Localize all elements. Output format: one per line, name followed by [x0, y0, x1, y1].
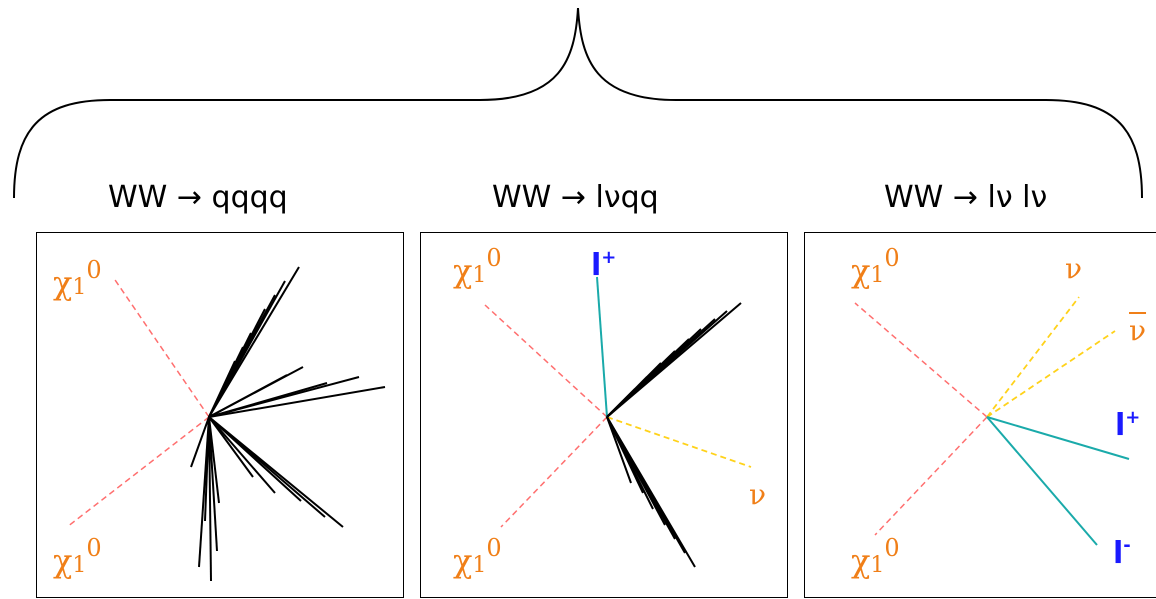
neutralino-lines: [67, 277, 209, 527]
neutralino-label-top: χ10: [53, 267, 102, 299]
neutralino-lines: [855, 303, 987, 535]
chi-subscript: 1: [870, 553, 884, 578]
neutralino-label-bottom: χ10: [53, 545, 102, 577]
chi-superscript: 0: [486, 244, 501, 272]
neutralino-label-bottom: χ10: [851, 545, 900, 577]
neutralino-label-top: χ10: [851, 255, 900, 287]
jets: [607, 303, 741, 567]
title-qqqq: WW → qqqq: [108, 180, 288, 215]
panel-lvlv: χ10 χ10 ν ν l+ l-: [804, 232, 1156, 598]
chi-subscript: 1: [870, 263, 884, 288]
title-lvqq: WW → lνqq: [492, 180, 659, 215]
chi-superscript: 0: [86, 256, 101, 284]
chi-symbol: χ: [453, 542, 472, 580]
chi-symbol: χ: [851, 542, 870, 580]
chi-subscript: 1: [472, 263, 486, 288]
chi-superscript: 0: [486, 534, 501, 562]
chi-symbol: χ: [53, 264, 72, 302]
chi-superscript: 0: [86, 534, 101, 562]
title-lvlv: WW → lν lν: [884, 180, 1047, 215]
chi-symbol: χ: [453, 252, 472, 290]
neutralino-label-top: χ10: [453, 255, 502, 287]
neutralino-lines: [485, 305, 607, 527]
chi-superscript: 0: [884, 244, 899, 272]
chi-symbol: χ: [851, 252, 870, 290]
lepton-track: [597, 277, 607, 417]
panel-qqqq: χ10 χ10: [36, 232, 404, 598]
neutrino-lines: [987, 297, 1115, 417]
jets: [191, 267, 385, 581]
lepton-tracks: [987, 417, 1129, 545]
chi-symbol: χ: [53, 542, 72, 580]
lepton-plus-label: l+: [591, 251, 616, 281]
neutrino-label: ν: [749, 481, 766, 509]
panel-lvqq: χ10 χ10 l+ ν: [420, 232, 788, 598]
antineutrino-label: ν: [1129, 317, 1146, 345]
neutrino-label: ν: [1065, 255, 1082, 283]
chi-subscript: 1: [72, 553, 86, 578]
chi-subscript: 1: [72, 275, 86, 300]
neutralino-label-bottom: χ10: [453, 545, 502, 577]
chi-subscript: 1: [472, 553, 486, 578]
chi-superscript: 0: [884, 534, 899, 562]
lepton-plus-label: l+: [1115, 411, 1140, 441]
lepton-minus-label: l-: [1113, 539, 1131, 569]
